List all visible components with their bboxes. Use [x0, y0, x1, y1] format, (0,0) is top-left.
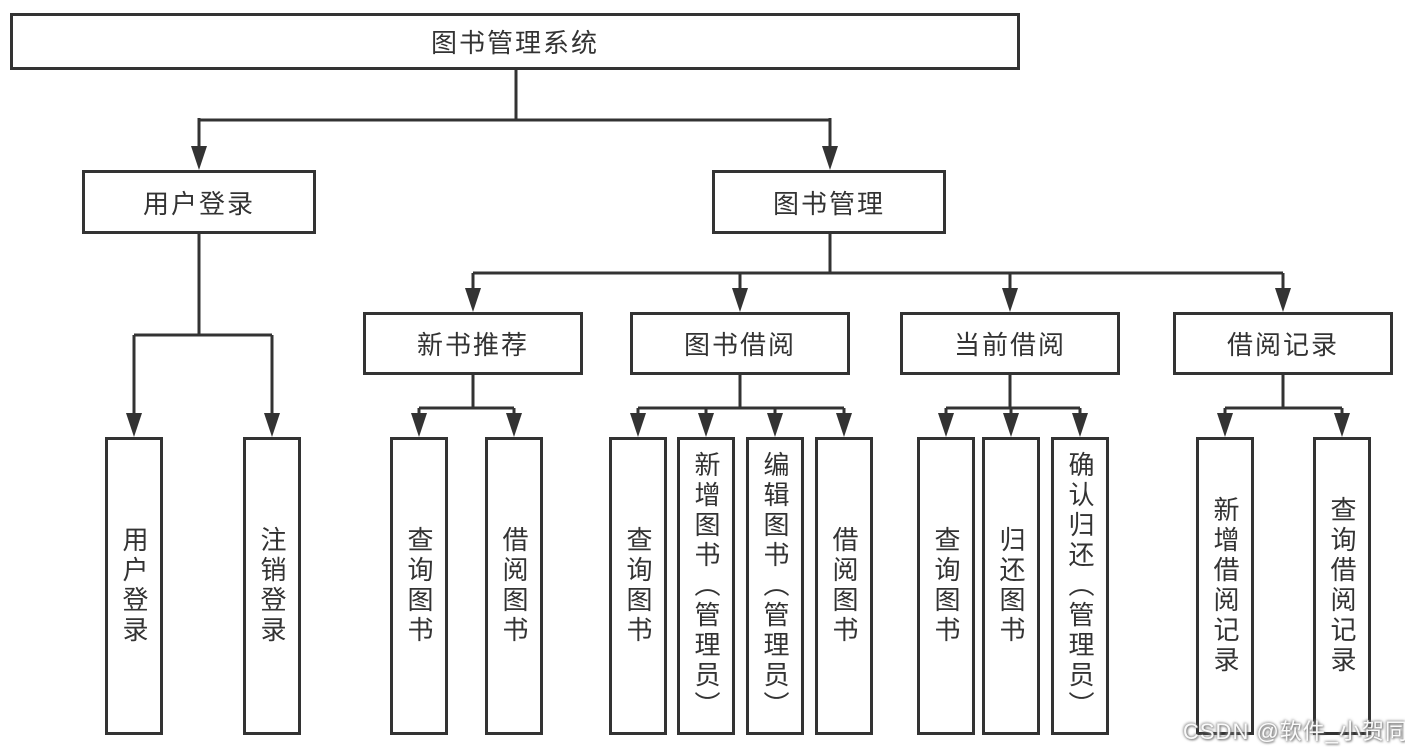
node-leaf-query-books-3-label: 查询图书: [931, 526, 961, 646]
node-leaf-borrow-books-1: 借阅图书: [485, 437, 543, 735]
node-leaf-borrow-books-2-label: 借阅图书: [829, 526, 859, 646]
node-book-management: 图书管理: [712, 170, 946, 234]
node-leaf-borrow-books-1-label: 借阅图书: [499, 526, 529, 646]
node-leaf-confirm-return-admin: 确认归还（管理员）: [1051, 437, 1109, 735]
node-current-borrowing-label: 当前借阅: [953, 330, 1066, 360]
node-borrowing-records: 借阅记录: [1173, 312, 1393, 375]
node-root-label: 图书管理系统: [430, 28, 599, 58]
node-leaf-add-borrow-record: 新增借阅记录: [1196, 437, 1254, 735]
node-leaf-edit-book-admin-label: 编辑图书（管理员）: [760, 451, 790, 721]
node-book-borrowing: 图书借阅: [630, 312, 850, 375]
node-leaf-add-book-admin-label: 新增图书（管理员）: [691, 451, 721, 721]
node-root: 图书管理系统: [10, 13, 1020, 70]
node-new-book-recommend: 新书推荐: [363, 312, 583, 375]
node-borrowing-records-label: 借阅记录: [1226, 330, 1339, 360]
node-book-borrowing-label: 图书借阅: [683, 330, 796, 360]
node-new-book-recommend-label: 新书推荐: [416, 330, 529, 360]
node-current-borrowing: 当前借阅: [900, 312, 1120, 375]
node-leaf-return-book-label: 归还图书: [996, 526, 1026, 646]
connector-paths: [132, 70, 1344, 415]
node-leaf-add-borrow-record-label: 新增借阅记录: [1210, 496, 1240, 676]
node-book-management-label: 图书管理: [772, 188, 885, 219]
node-leaf-edit-book-admin: 编辑图书（管理员）: [746, 437, 804, 735]
node-leaf-query-books-1: 查询图书: [390, 437, 448, 735]
node-leaf-user-login: 用户登录: [105, 437, 163, 735]
node-leaf-query-books-2-label: 查询图书: [623, 526, 653, 646]
node-leaf-query-books-2: 查询图书: [609, 437, 667, 735]
node-user-login-label: 用户登录: [142, 188, 255, 219]
node-leaf-query-books-1-label: 查询图书: [404, 526, 434, 646]
node-leaf-logout: 注销登录: [243, 437, 301, 735]
node-leaf-confirm-return-admin-label: 确认归还（管理员）: [1065, 451, 1095, 721]
node-user-login: 用户登录: [82, 170, 316, 234]
node-leaf-borrow-books-2: 借阅图书: [815, 437, 873, 735]
node-leaf-logout-label: 注销登录: [257, 526, 287, 646]
arrowheads: [126, 146, 1350, 437]
node-leaf-return-book: 归还图书: [982, 437, 1040, 735]
watermark: CSDN @软件_小贺同学: [1183, 719, 1405, 744]
node-leaf-query-books-3: 查询图书: [917, 437, 975, 735]
node-leaf-user-login-label: 用户登录: [119, 526, 149, 646]
node-leaf-query-borrow-record-label: 查询借阅记录: [1327, 496, 1357, 676]
node-leaf-query-borrow-record: 查询借阅记录: [1313, 437, 1371, 735]
node-leaf-add-book-admin: 新增图书（管理员）: [677, 437, 735, 735]
